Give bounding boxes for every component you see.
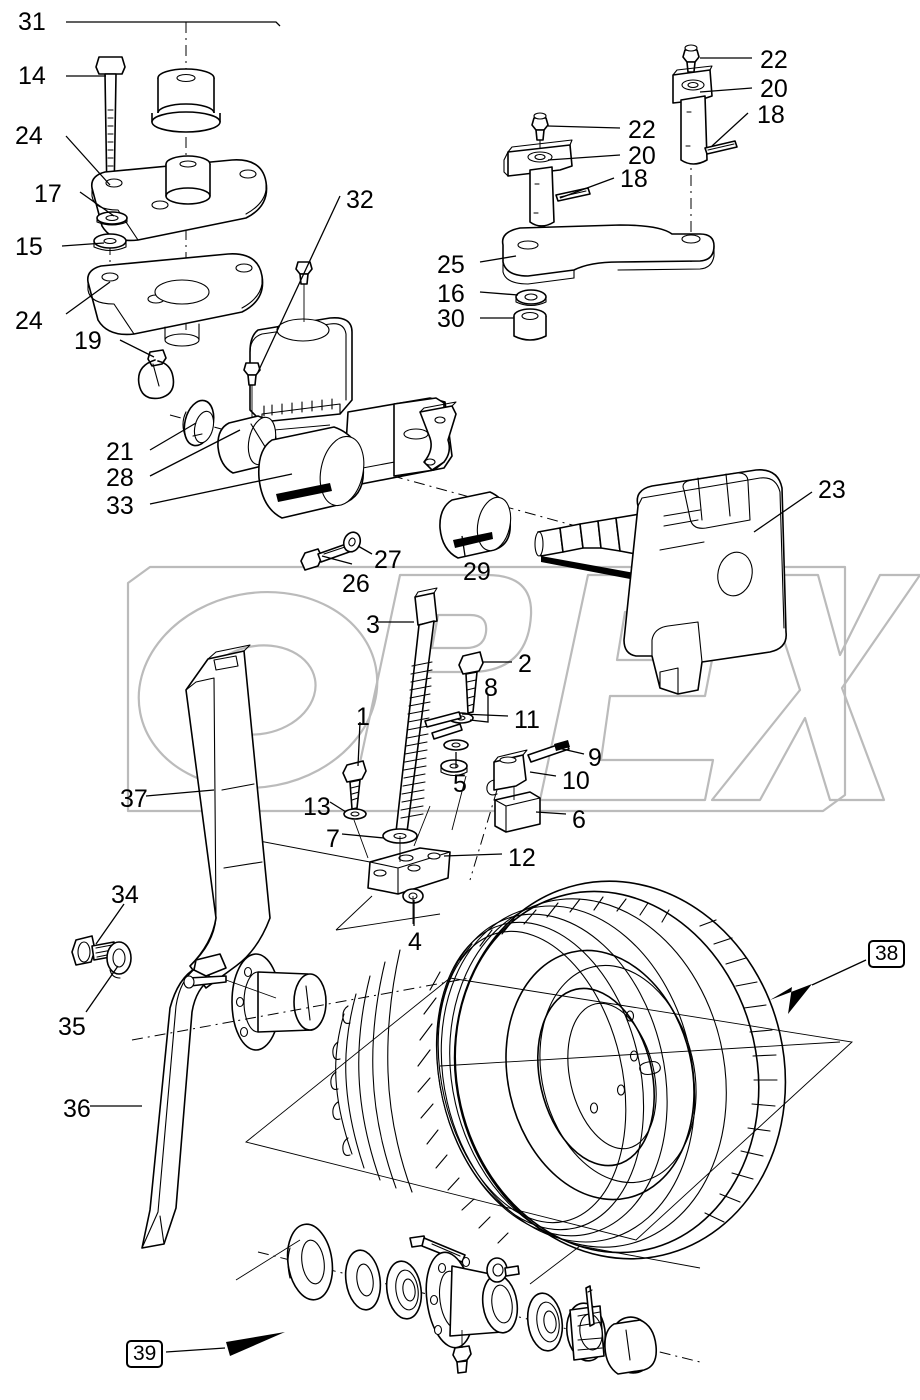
callout-18-right: 18 [757, 101, 785, 129]
callout-24-lower: 24 [15, 307, 43, 335]
callout-11: 11 [514, 706, 540, 734]
callout-12: 12 [508, 844, 536, 872]
callout-3: 3 [366, 611, 380, 639]
callout-5: 5 [453, 770, 467, 798]
callout-13: 13 [303, 793, 331, 821]
axle-tube-assembly [137, 261, 787, 695]
callout-6: 6 [572, 806, 586, 834]
callout-arrowheads [226, 984, 812, 1356]
callout-20-left: 20 [628, 142, 656, 170]
tine-and-hub-assembly [71, 644, 471, 1249]
callout-37: 37 [120, 785, 148, 813]
callout-7: 7 [326, 825, 340, 853]
callout-1: 1 [356, 703, 370, 731]
callout-28: 28 [106, 464, 134, 492]
callout-14: 14 [18, 62, 46, 90]
tire-wheel-assembly [245, 880, 853, 1260]
upper-left-mount-assembly [86, 22, 268, 347]
callout-4: 4 [408, 928, 422, 956]
callout-17: 17 [34, 180, 62, 208]
callout-18-left: 18 [620, 165, 648, 193]
callout-23: 23 [818, 476, 846, 504]
hub-bearing-exploded-row [235, 1223, 701, 1375]
callout-39-boxed: 39 [126, 1340, 164, 1368]
callout-36: 36 [63, 1095, 91, 1123]
callout-27: 27 [374, 546, 402, 574]
callout-8: 8 [484, 674, 498, 702]
callout-21: 21 [106, 438, 134, 466]
callout-16: 16 [437, 280, 465, 308]
callout-24-upper: 24 [15, 122, 43, 150]
upper-right-pin-arm-assembly [501, 44, 738, 341]
callout-30: 30 [437, 305, 465, 333]
callout-33: 33 [106, 492, 134, 520]
callout-19: 19 [74, 327, 102, 355]
callout-20-right: 20 [760, 75, 788, 103]
callout-29: 29 [463, 558, 491, 586]
jack-screw-hardware-assembly [232, 587, 570, 931]
callout-35: 35 [58, 1013, 86, 1041]
callout-31: 31 [18, 8, 46, 36]
callout-10: 10 [562, 767, 590, 795]
callout-22-left: 22 [628, 116, 656, 144]
callout-9: 9 [588, 744, 602, 772]
callout-32: 32 [346, 186, 374, 214]
callout-2: 2 [518, 650, 532, 678]
callout-leader-lines [61, 21, 867, 1353]
callout-26: 26 [342, 570, 370, 598]
callout-15: 15 [15, 233, 43, 261]
callout-38-boxed: 38 [868, 940, 906, 968]
callout-34: 34 [111, 881, 139, 909]
callout-25: 25 [437, 251, 465, 279]
callout-22-right: 22 [760, 46, 788, 74]
